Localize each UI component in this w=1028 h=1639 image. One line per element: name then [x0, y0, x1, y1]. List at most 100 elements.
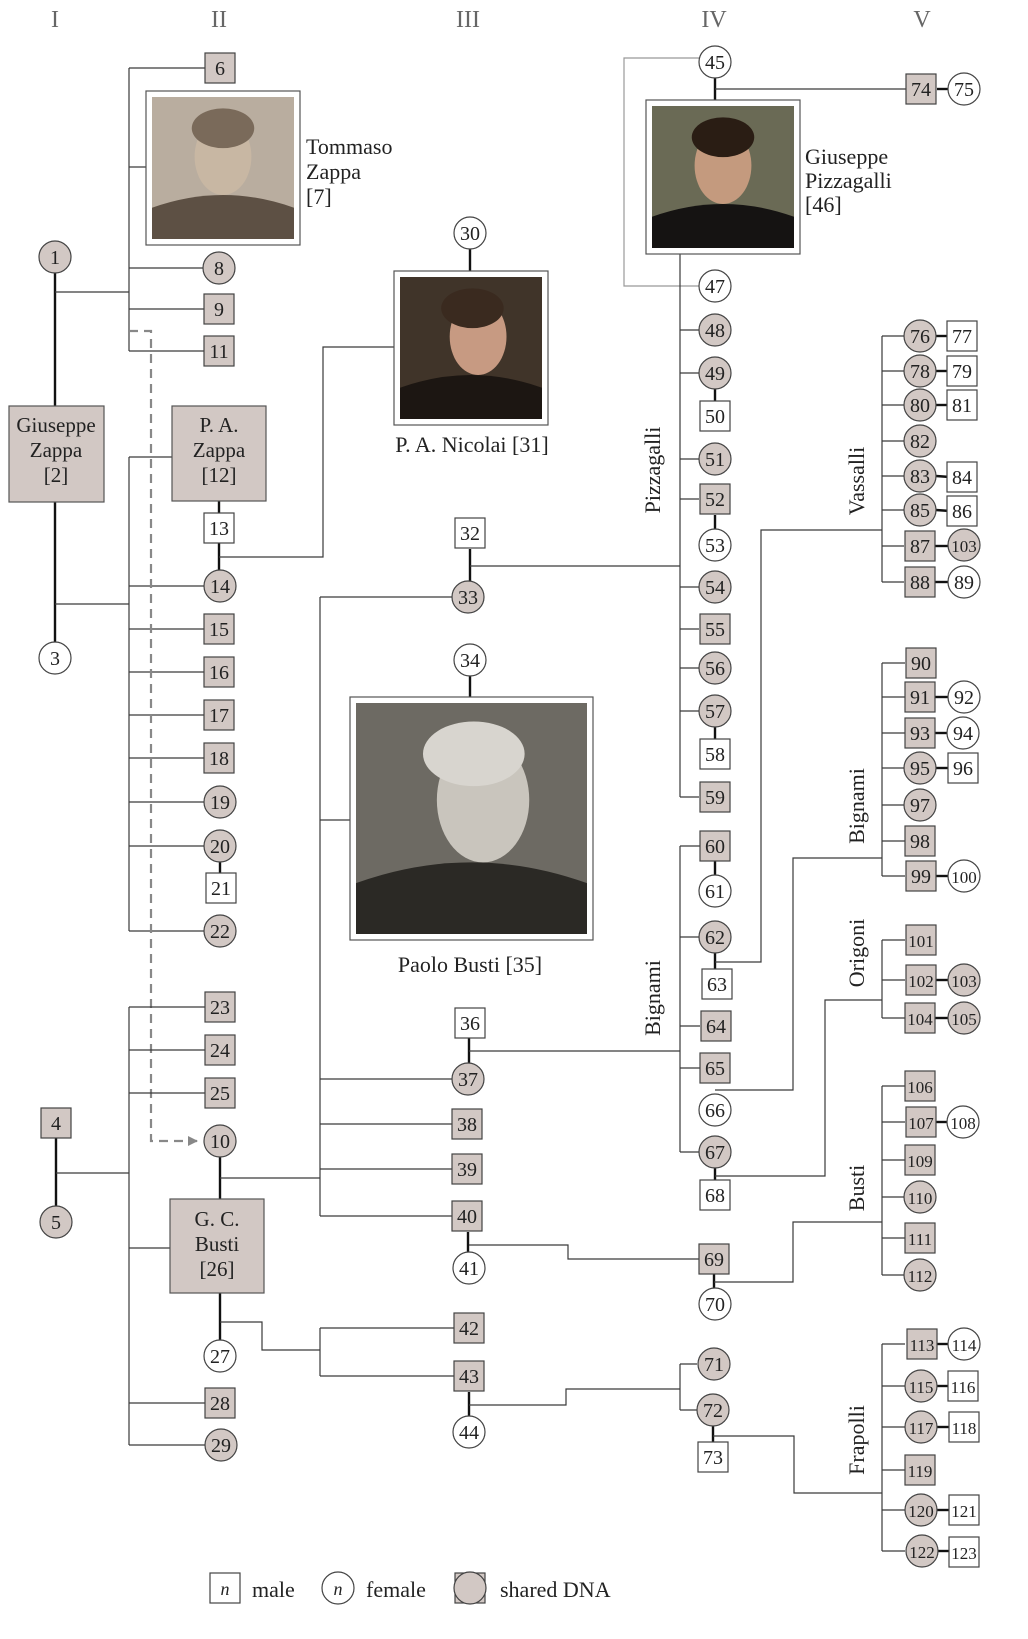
- individual-number: 42: [459, 1318, 479, 1340]
- male-symbol: [451, 1153, 483, 1185]
- female-symbol: [203, 785, 237, 819]
- individual-number: 81: [952, 395, 972, 417]
- generation-label-4: IV: [701, 7, 727, 33]
- named-individual-line: [26]: [200, 1257, 235, 1281]
- portrait-icon: [400, 277, 542, 419]
- connector: [219, 346, 394, 558]
- female-symbol: [947, 680, 981, 714]
- female-individual-20: 20: [203, 829, 237, 863]
- female-symbol: [203, 914, 237, 948]
- male-symbol: [906, 1328, 938, 1360]
- male-individual-79: 79: [946, 355, 978, 387]
- male-symbol: [40, 1107, 72, 1139]
- individual-number: 75: [954, 79, 974, 101]
- individual-number: 85: [910, 500, 930, 522]
- individual-number: 102: [908, 972, 934, 991]
- individual-number: 112: [908, 1267, 933, 1286]
- portrait-caption: P. A. Nicolai [31]: [395, 432, 548, 457]
- individual-number: 107: [908, 1114, 934, 1133]
- male-individual-113: 113: [906, 1328, 938, 1360]
- male-symbol: [905, 860, 937, 892]
- female-individual-61: 61: [698, 874, 732, 908]
- individual-number: 24: [210, 1040, 230, 1062]
- male-individual-63: 63: [701, 968, 733, 1000]
- female-individual-78: 78: [903, 354, 937, 388]
- male-symbol: [904, 530, 936, 562]
- individual-number: 29: [211, 1435, 231, 1457]
- individual-number: 10: [210, 1131, 230, 1153]
- individual-number: 70: [705, 1294, 725, 1316]
- individual-number: 36: [460, 1013, 480, 1035]
- female-symbol: [698, 651, 732, 685]
- male-symbol: [946, 495, 978, 527]
- male-individual-38: 38: [451, 1108, 483, 1140]
- male-symbol: [203, 613, 235, 645]
- female-symbol: [903, 319, 937, 353]
- male-individual-17: 17: [203, 699, 235, 731]
- connector: [220, 1321, 320, 1351]
- male-symbol: [204, 991, 236, 1023]
- individual-number: 119: [908, 1462, 933, 1481]
- individual-number: 110: [908, 1189, 933, 1208]
- male-individual-109: 109: [904, 1144, 936, 1176]
- male-individual-98: 98: [904, 825, 936, 857]
- male-symbol: [203, 656, 235, 688]
- female-individual-44: 44: [452, 1415, 486, 1449]
- individual-number: 109: [907, 1152, 933, 1171]
- female-symbol: [698, 1135, 732, 1169]
- male-symbol: [904, 1002, 936, 1034]
- connector: [469, 1388, 680, 1406]
- individual-number: 34: [460, 650, 480, 672]
- male-symbol: [699, 781, 731, 813]
- female-individual-57: 57: [698, 694, 732, 728]
- male-symbol: [453, 1360, 485, 1392]
- male-symbol: [946, 461, 978, 493]
- individual-number: 91: [910, 687, 930, 709]
- female-individual-70: 70: [698, 1287, 732, 1321]
- individual-number: 43: [459, 1366, 479, 1388]
- individual-number: 111: [908, 1230, 932, 1249]
- female-symbol: [453, 643, 487, 677]
- male-symbol: [203, 512, 235, 544]
- individual-number: 17: [209, 705, 229, 727]
- individual-number: 90: [911, 653, 931, 675]
- connector: [714, 1221, 882, 1283]
- individual-number: 27: [210, 1346, 230, 1368]
- female-individual-85: 85: [903, 493, 937, 527]
- individual-number: 80: [910, 395, 930, 417]
- male-symbol: [905, 1106, 937, 1138]
- male-individual-123: 123: [948, 1536, 980, 1568]
- female-symbol: [904, 1369, 938, 1403]
- male-symbol: [451, 1108, 483, 1140]
- male-symbol: [699, 400, 731, 432]
- female-individual-53: 53: [698, 528, 732, 562]
- female-symbol: [451, 580, 485, 614]
- individual-number: 108: [950, 1114, 976, 1133]
- female-individual-117: 117: [904, 1410, 938, 1444]
- individual-number: 65: [705, 1058, 725, 1080]
- male-individual-52: 52: [699, 483, 731, 515]
- individual-number: 78: [910, 361, 930, 383]
- individual-number: 40: [457, 1206, 477, 1228]
- male-symbol: [948, 1536, 980, 1568]
- family-label: Busti: [844, 1165, 869, 1211]
- male-individual-101: 101: [905, 924, 937, 956]
- male-individual-84: 84: [946, 461, 978, 493]
- named-individual-label: G. C.Busti[26]: [195, 1207, 240, 1281]
- male-symbol: [947, 1370, 979, 1402]
- individual-number: 21: [211, 878, 231, 900]
- male-individual-99: 99: [905, 860, 937, 892]
- named-individual-line: Zappa: [30, 438, 83, 462]
- dashed-arrow: [129, 329, 198, 1146]
- male-symbol: [699, 613, 731, 645]
- individual-number: 53: [705, 535, 725, 557]
- legend-female-symbol: [321, 1571, 355, 1605]
- female-symbol: [698, 313, 732, 347]
- male-symbol: [904, 1070, 936, 1102]
- male-individual-96: 96: [947, 752, 979, 784]
- individual-number: 99: [911, 866, 931, 888]
- named-individual-line: [2]: [44, 463, 69, 487]
- male-symbol: [904, 566, 936, 598]
- individual-number: 105: [951, 1010, 977, 1029]
